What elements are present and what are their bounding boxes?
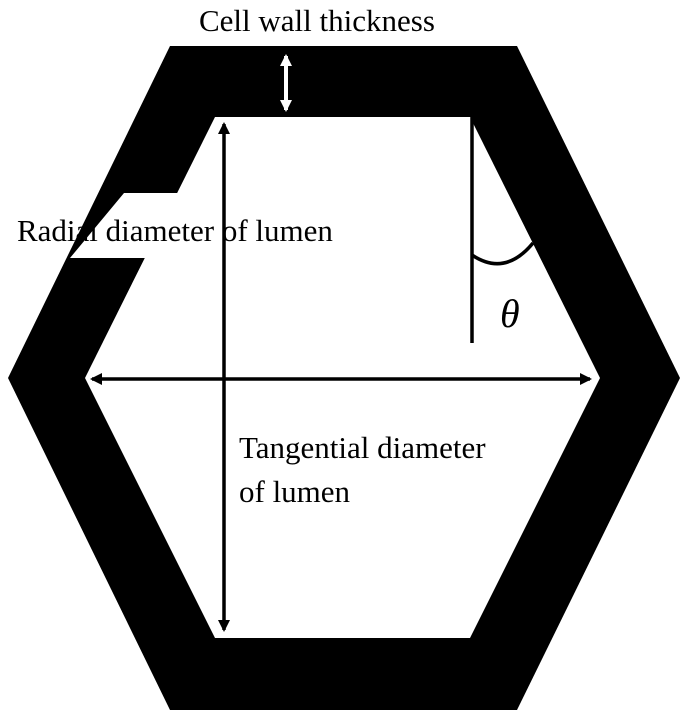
wall-gap	[70, 193, 198, 258]
cell-wall-thickness-label: Cell wall thickness	[199, 3, 435, 38]
tangential-diameter-label-line2: of lumen	[239, 474, 351, 509]
angle-theta-label: θ	[500, 291, 520, 336]
tangential-diameter-label-line1: Tangential diameter	[239, 430, 486, 465]
angle-arc	[471, 241, 535, 266]
radial-diameter-label: Radial diameter of lumen	[17, 213, 333, 248]
